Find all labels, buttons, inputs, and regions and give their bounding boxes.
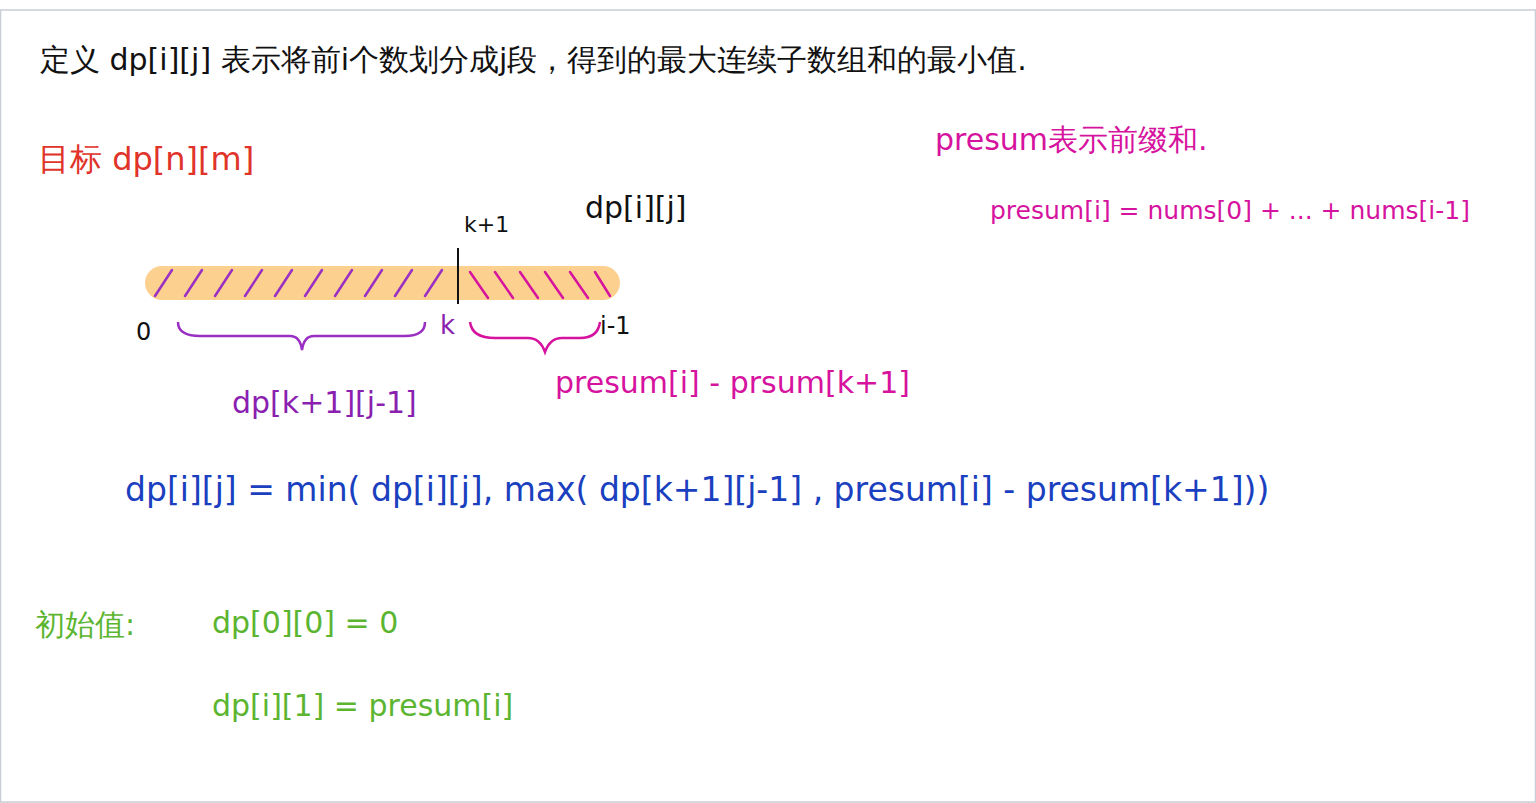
left-hatching xyxy=(155,270,442,296)
index-label: k+1 xyxy=(464,212,509,238)
state-label: dp[i][j] xyxy=(585,190,687,226)
right-hatching xyxy=(470,272,610,298)
left-brace xyxy=(178,322,425,350)
page-frame xyxy=(1,10,1536,802)
right-brace xyxy=(470,322,600,352)
segment-sum-label: presum[i] - prsum[k+1] xyxy=(555,365,910,401)
index-label: 0 xyxy=(136,318,151,347)
init-formula: dp[0][0] = 0 xyxy=(212,605,398,641)
subproblem-label: dp[k+1][j-1] xyxy=(232,385,417,421)
init-formula: dp[i][1] = presum[i] xyxy=(212,688,513,724)
definition-title: 定义 dp[i][j] 表示将前i个数划分成j段，得到的最大连续子数组和的最小值… xyxy=(40,42,1027,78)
transition-equation: dp[i][j] = min( dp[i][j], max( dp[k+1][j… xyxy=(125,470,1269,510)
presum-note: presum表示前缀和. xyxy=(935,122,1208,158)
split-line xyxy=(457,248,459,304)
index-label: k xyxy=(440,310,455,341)
index-label: i-1 xyxy=(600,312,631,341)
goal-note: 目标 dp[n][m] xyxy=(38,140,254,178)
init-heading: 初始值: xyxy=(35,607,135,643)
array-bar xyxy=(145,266,620,300)
presum-formula: presum[i] = nums[0] + ... + nums[i-1] xyxy=(990,196,1470,226)
